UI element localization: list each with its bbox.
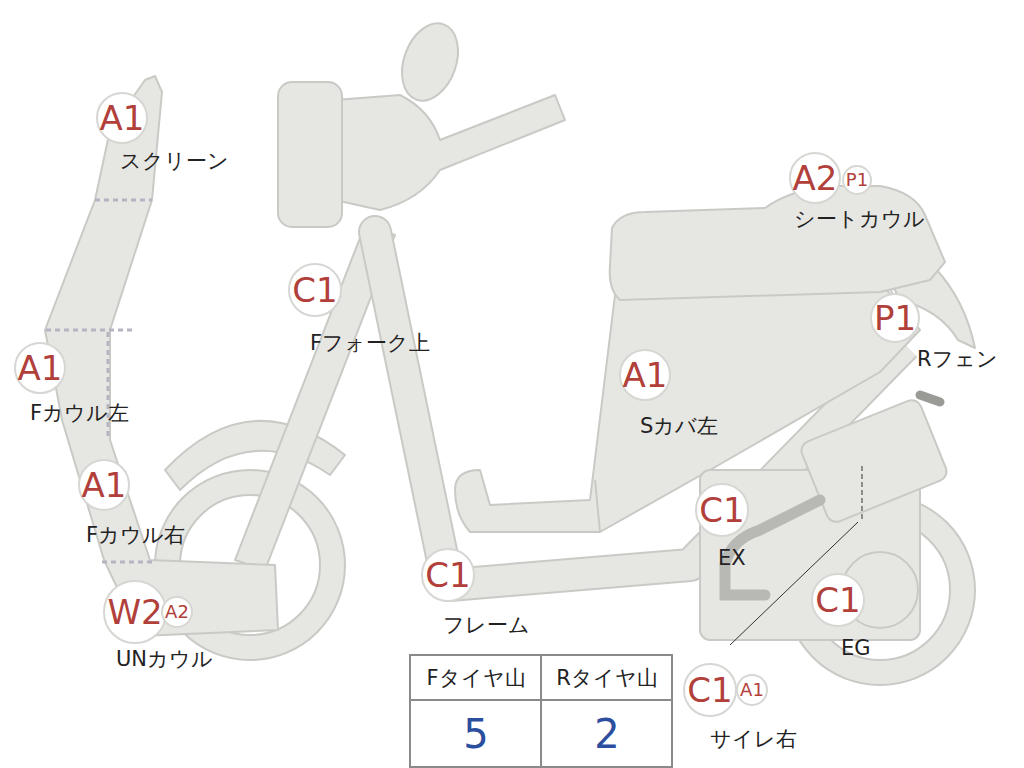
callout-circle: A1Sカバ左 <box>619 349 672 402</box>
tread-table <box>410 655 672 767</box>
callout-circle: W2UNカウル <box>103 580 166 643</box>
callout-circle: C1EG <box>811 573 864 626</box>
leader-line <box>862 466 863 522</box>
division-line <box>95 199 152 202</box>
callout-circle: A1Fカウル左 <box>14 342 67 395</box>
table-header: Fタイヤ山 <box>426 668 525 689</box>
division-line <box>102 561 155 564</box>
callout-circle: A1 <box>736 674 768 706</box>
callout-code: A1 <box>82 468 127 502</box>
table-rule <box>410 699 672 701</box>
callout-code: C1 <box>687 673 732 707</box>
muffler-tip <box>920 395 940 402</box>
division-line <box>46 329 135 332</box>
callout-code: P1 <box>846 171 868 189</box>
muffler <box>799 397 950 525</box>
headlight <box>278 82 342 227</box>
table-header: Rタイヤ山 <box>556 668 658 689</box>
callout-code: A1 <box>623 358 668 392</box>
callout-code: C1 <box>815 583 860 617</box>
callout-circle: C1Fフォーク上 <box>288 263 341 316</box>
mirror <box>392 16 468 109</box>
part-name: Fフォーク上 <box>310 332 430 355</box>
callout-code: A1 <box>740 681 764 699</box>
callout-code: A2 <box>165 603 189 621</box>
callout-code: C1 <box>425 558 470 592</box>
part-name: Sカバ左 <box>640 415 718 438</box>
callout-code: C1 <box>699 493 744 527</box>
part-name: EG <box>841 637 871 660</box>
part-name: UNカウル <box>116 648 213 671</box>
part-name: サイレ右 <box>710 728 797 751</box>
frame-tube <box>375 232 448 585</box>
part-name: Fカウル左 <box>30 402 129 425</box>
callout-code: W2 <box>107 595 162 629</box>
callout-circle: A2シートカウル <box>789 152 842 205</box>
table-value: 5 <box>463 714 488 754</box>
part-name: フレーム <box>443 614 530 637</box>
callout-code: A1 <box>18 351 63 385</box>
cover-seam <box>595 480 600 532</box>
part-name: シートカウル <box>794 208 925 231</box>
callout-circle: A1スクリーン <box>96 92 149 145</box>
handlebar <box>335 95 565 210</box>
part-name: Fカウル右 <box>86 524 185 547</box>
table-rule <box>540 655 542 767</box>
table-value: 2 <box>594 714 619 754</box>
callout-circle: A1Fカウル右 <box>78 459 131 512</box>
front-cowl <box>45 76 278 636</box>
callout-circle: C1サイレ右 <box>683 663 736 716</box>
part-name: スクリーン <box>120 150 229 173</box>
callout-code: A2 <box>793 161 838 195</box>
frame-tube-fill <box>375 232 448 585</box>
callout-circle: P1Rフェン <box>870 293 920 343</box>
callout-circle: A2 <box>161 596 193 628</box>
seat <box>610 186 945 300</box>
callout-circle: P1 <box>842 165 872 195</box>
part-name: EX <box>718 547 746 570</box>
callout-code: P1 <box>874 301 916 335</box>
callout-circle: C1EX <box>695 483 748 536</box>
callout-circle: C1フレーム <box>421 548 474 601</box>
part-name: Rフェン <box>917 348 998 371</box>
callout-code: A1 <box>100 101 145 135</box>
callout-code: C1 <box>292 273 337 307</box>
